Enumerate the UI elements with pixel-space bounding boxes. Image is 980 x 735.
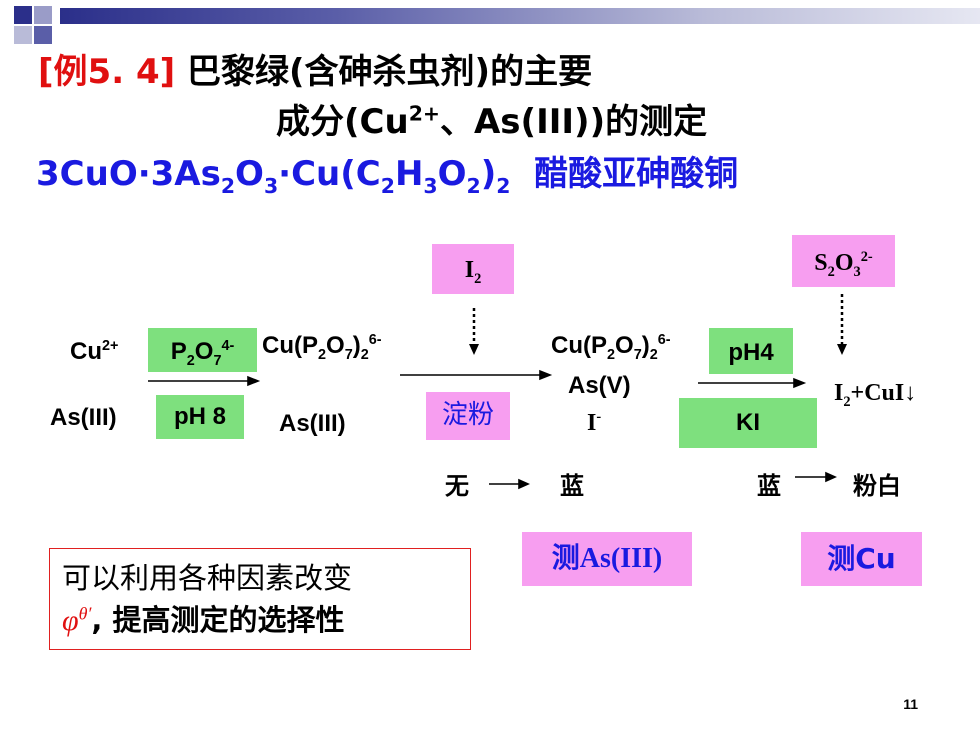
example-label: [例5. 4]: [38, 52, 176, 92]
title-text: 巴黎绿(含砷杀虫剂)的主要: [187, 52, 593, 92]
dotted-arrow-i2-head: [469, 344, 479, 355]
color-arrow-2-head: [825, 471, 837, 483]
p2o7-reagent-box: P2O74-: [148, 328, 257, 372]
starch-indicator-box: 淀粉: [426, 392, 510, 440]
color-colorless: 无: [445, 472, 469, 500]
title-line-2: 成分(Cu2+、As(III))的测定: [276, 101, 708, 142]
as3-reactant: As(III): [50, 404, 117, 431]
deco-square: [14, 26, 32, 44]
note-line-2: φθ′, 提高测定的选择性: [62, 603, 345, 637]
color-blue-1: 蓝: [560, 472, 584, 500]
measure-as-box: 测As(III): [522, 532, 692, 586]
color-blue-2: 蓝: [757, 472, 781, 500]
formula-line: 3CuO·3As2O3·Cu(C2H3O2)2 醋酸亚砷酸铜: [36, 154, 739, 198]
ph8-box: pH 8: [156, 395, 244, 439]
cu2-ion: Cu2+: [70, 338, 119, 365]
arrow-2-head: [539, 369, 553, 381]
formula-name: 醋酸亚砷酸铜: [534, 154, 739, 194]
complex-cu-p2o7: Cu(P2O7)26-: [262, 332, 382, 363]
i2-reagent-box: I2: [432, 244, 514, 294]
ph4-box: pH4: [709, 328, 793, 374]
note-line-1: 可以利用各种因素改变: [62, 561, 353, 595]
deco-square: [34, 26, 52, 44]
measure-cu-box: 测Cu: [801, 532, 922, 586]
as5-product: As(V): [568, 372, 631, 399]
deco-square: [14, 6, 32, 24]
page-number: 11: [903, 696, 918, 712]
phi-symbol: φ: [62, 604, 79, 637]
complex-cu-p2o7-2: Cu(P2O7)26-: [551, 332, 671, 363]
color-arrow-1-head: [518, 478, 530, 490]
arrow-3-head: [793, 377, 807, 389]
header-gradient-bar: [60, 8, 980, 24]
thiosulfate-reagent-box: S2O32-: [792, 235, 895, 287]
selectivity-note-box: 可以利用各种因素改变 φθ′, 提高测定的选择性: [49, 548, 471, 650]
iodide-ion: I-: [587, 409, 602, 436]
as3-intermediate: As(III): [279, 410, 346, 437]
final-product: I2+CuI↓: [834, 380, 917, 410]
title-line-1: [例5. 4] 巴黎绿(含砷杀虫剂)的主要: [38, 44, 592, 93]
color-pink-white: 粉白: [853, 472, 901, 500]
arrow-1-head: [247, 375, 261, 387]
deco-square: [34, 6, 52, 24]
dotted-arrow-s2o3-head: [837, 344, 847, 355]
ki-box: KI: [679, 398, 817, 448]
